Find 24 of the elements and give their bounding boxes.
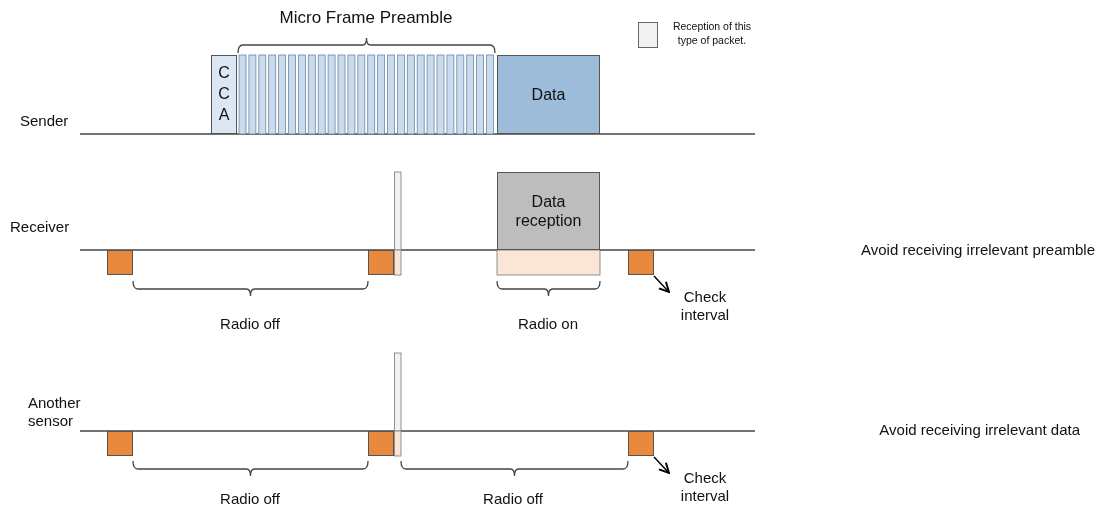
wake-up-slot [628, 250, 654, 275]
arrow [653, 275, 670, 293]
check-interval-label: Check interval [668, 465, 742, 509]
interval-label: Radio on [516, 315, 579, 333]
preamble-label: Micro Frame Preamble [278, 8, 454, 29]
interval-label: Radio off [219, 490, 281, 508]
data-packet: Data [497, 55, 600, 134]
row-label: Another sensor [28, 394, 82, 430]
legend-text: Reception of this type of packet. [671, 20, 753, 48]
data-reception-box: Data reception [497, 172, 600, 250]
check-interval-label: Check interval [668, 284, 742, 328]
wake-up-slot [368, 250, 394, 275]
note-text: Avoid receiving irrelevant preamble [860, 241, 1095, 259]
wake-up-slot [628, 431, 654, 456]
interval-label: Radio off [219, 315, 281, 333]
interval-label: Radio off [482, 490, 544, 508]
wake-up-slot [107, 431, 133, 456]
arrow [653, 456, 670, 474]
note-text: Avoid receiving irrelevant data [878, 421, 1080, 439]
row-label: Receiver [10, 218, 71, 236]
cca-slot: CCA [211, 55, 237, 134]
wake-up-slot [368, 431, 394, 456]
wake-up-slot [107, 250, 133, 275]
row-label: Sender [20, 112, 70, 130]
